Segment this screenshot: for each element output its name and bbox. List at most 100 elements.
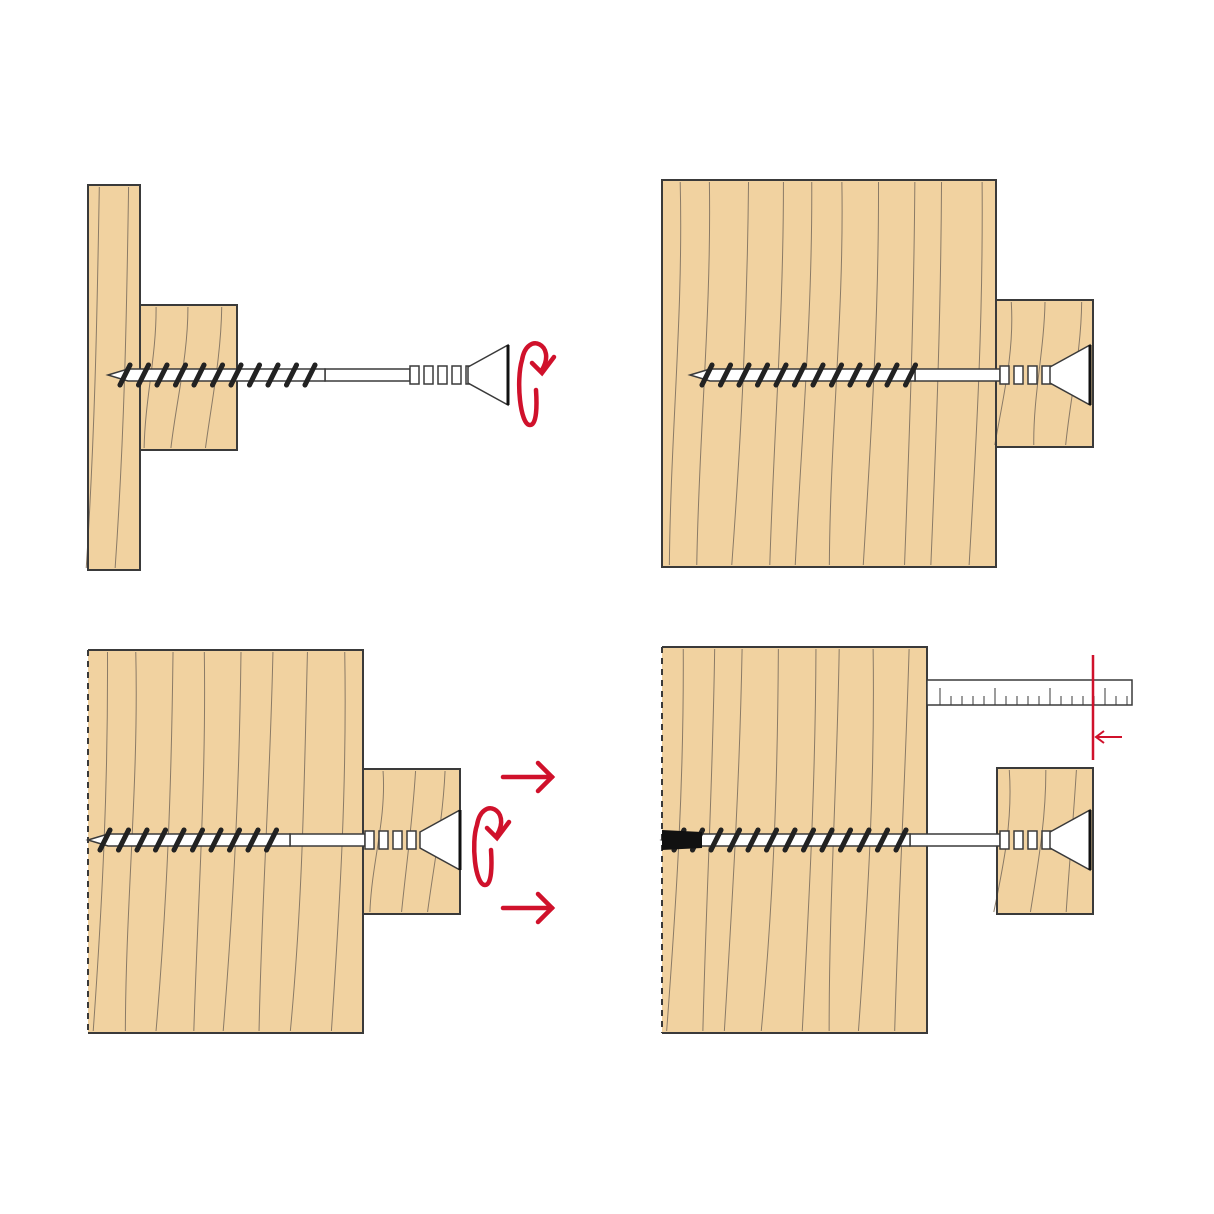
screw-thread — [856, 827, 872, 853]
screw-thread — [782, 827, 798, 853]
screw-thread — [764, 827, 779, 853]
thread-crest — [183, 362, 188, 368]
thread-crest — [839, 362, 844, 368]
head-rib — [423, 365, 434, 385]
ruler-icon — [926, 679, 1133, 706]
thread-crest — [294, 362, 299, 368]
thread-crest — [903, 827, 909, 833]
screw-core — [85, 833, 291, 847]
thread-crest — [885, 827, 890, 833]
head-rib — [364, 830, 375, 850]
screw-thread — [903, 362, 918, 388]
thread-crest — [847, 382, 853, 388]
thread-crest — [181, 827, 187, 833]
thread-crest — [829, 827, 835, 833]
arrow-head — [535, 760, 556, 794]
thread-crest — [709, 362, 715, 368]
screw-icon — [659, 808, 1092, 872]
screw-thread — [302, 362, 318, 388]
rotate-arrow-icon — [471, 806, 512, 888]
rotate-arrow-head — [484, 819, 512, 842]
thread-crest — [782, 847, 788, 853]
thread-crest — [774, 827, 779, 833]
thread-crest — [163, 827, 168, 833]
thread-crest — [913, 362, 918, 368]
rotate-arrow-path — [516, 341, 549, 428]
head-rib — [406, 830, 417, 850]
screw-icon — [85, 808, 462, 872]
thread-crest — [218, 827, 224, 833]
thread-crest — [811, 827, 816, 833]
screw-thread — [97, 827, 113, 853]
wood-grain-line — [668, 181, 682, 566]
head-rib — [1027, 830, 1038, 850]
thread-crest — [210, 382, 215, 388]
wood-grain-line — [85, 186, 100, 569]
thread-crest — [875, 847, 880, 853]
screw-icon — [105, 343, 510, 407]
thread-crest — [191, 382, 197, 388]
thread-crest — [736, 382, 742, 388]
thread-crest — [690, 847, 695, 853]
wood-grain-line — [1029, 769, 1047, 913]
thread-crest — [116, 847, 121, 853]
thread-crest — [857, 362, 863, 368]
screw-thread — [116, 827, 131, 853]
thread-crest — [255, 827, 261, 833]
thread-crest — [146, 362, 151, 368]
thread-crest — [802, 362, 807, 368]
screw-thread — [773, 362, 789, 388]
thread-crest — [134, 847, 140, 853]
screw-shank — [914, 368, 1001, 382]
thread-crest — [700, 827, 705, 833]
thread-crest — [284, 382, 289, 388]
screw-thread — [264, 827, 279, 853]
gap-marker-arrowhead — [1094, 730, 1105, 744]
screw-icon — [687, 343, 1092, 407]
head-rib — [999, 365, 1010, 385]
head-rib — [999, 830, 1010, 850]
thread-crest — [728, 362, 733, 368]
screw-thread — [190, 827, 205, 853]
thread-crest — [247, 382, 252, 388]
thread-crest — [153, 847, 158, 853]
screw-thread — [171, 827, 187, 853]
screw-shank — [324, 368, 411, 382]
screw-shank — [289, 833, 366, 847]
screw-thread — [247, 362, 262, 388]
screw-thread — [153, 827, 168, 853]
rotate-arrow-icon — [516, 341, 557, 428]
thread-crest — [764, 847, 769, 853]
thread-crest — [200, 827, 205, 833]
thread-crest — [228, 382, 234, 388]
thread-crest — [257, 362, 262, 368]
thread-crest — [819, 847, 825, 853]
thread-crest — [848, 827, 853, 833]
screw-thread — [117, 362, 133, 388]
thread-crest — [220, 362, 225, 368]
thread-crest — [755, 827, 761, 833]
screw-thread — [210, 362, 225, 388]
thread-crest — [820, 362, 826, 368]
thread-crest — [171, 847, 177, 853]
thread-crest — [699, 382, 705, 388]
head-rib — [409, 365, 420, 385]
thread-crest — [893, 847, 899, 853]
thread-crest — [866, 827, 872, 833]
thread-crest — [773, 382, 779, 388]
thread-crest — [829, 382, 834, 388]
thread-crest — [201, 362, 207, 368]
thread-crest — [838, 847, 843, 853]
screw-thread — [736, 362, 752, 388]
screw-thread — [727, 827, 742, 853]
thread-crest — [737, 827, 742, 833]
head-rib — [378, 830, 389, 850]
right-arrow-icon — [500, 891, 556, 925]
thread-crest — [208, 847, 214, 853]
right-arrow-icon — [500, 760, 556, 794]
screw-thread — [875, 827, 890, 853]
thread-crest — [227, 847, 232, 853]
thread-crest — [264, 847, 269, 853]
thread-crest — [265, 382, 271, 388]
